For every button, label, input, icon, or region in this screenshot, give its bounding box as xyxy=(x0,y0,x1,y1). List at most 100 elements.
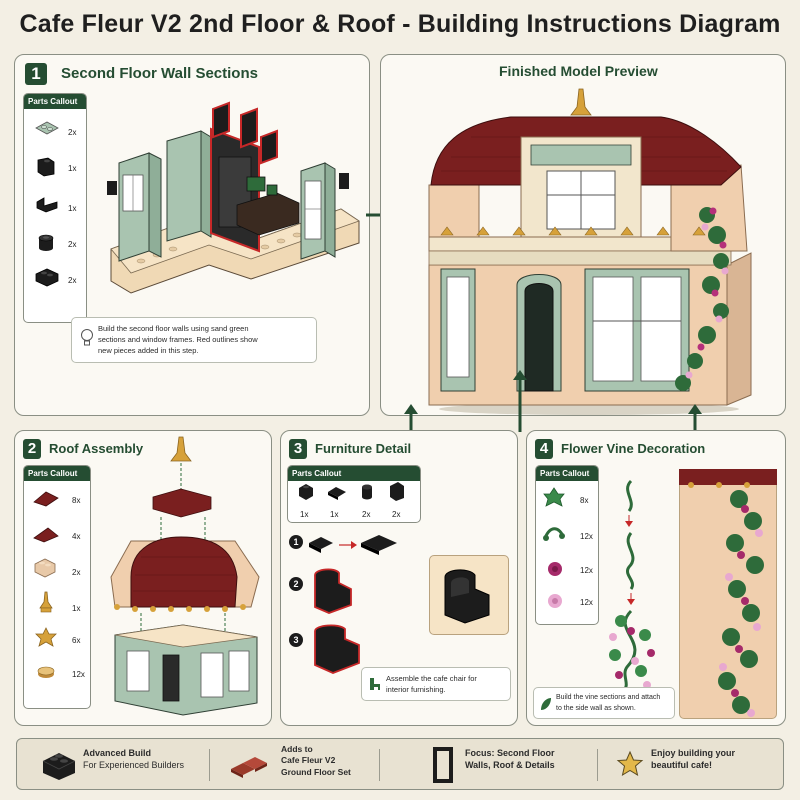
step-3-parts-callout: Parts Callout 1x 1x 2x 2x xyxy=(287,465,421,523)
part-tan-brick-icon xyxy=(34,558,56,578)
part-qty: 12x xyxy=(580,532,593,541)
part-qty: 12x xyxy=(580,566,593,575)
part-qty: 1x xyxy=(68,204,77,213)
footer-text: beautiful cafe! xyxy=(651,760,713,771)
footer-text: Cafe Fleur V2 xyxy=(281,755,336,766)
footer-text: Advanced Build xyxy=(83,748,152,758)
step-3-panel: 3 Furniture Detail Parts Callout 1x 1x 2… xyxy=(280,430,518,726)
finished-model-preview-panel: Finished Model Preview xyxy=(380,54,786,416)
step-1-parts-callout: Parts Callout 2x 1x 1x 2x 2x xyxy=(23,93,87,323)
footer-divider xyxy=(597,749,598,781)
step-4-parts-callout: Parts Callout 8x 12x 12x 12x xyxy=(535,465,599,625)
part-qty: 2x xyxy=(392,510,401,519)
arrow-up-icon xyxy=(404,404,418,432)
vine-assembly-illustration xyxy=(609,479,655,693)
part-qty: 1x xyxy=(330,510,339,519)
step-1-note: Build the second floor walls using sand … xyxy=(71,317,317,363)
part-qty: 1x xyxy=(72,604,81,613)
red-bricks-icon xyxy=(231,757,267,778)
footer-text: Focus: Second Floor xyxy=(465,748,555,758)
part-brick-icon xyxy=(299,484,313,500)
chair-substeps-illustration xyxy=(309,535,397,674)
step-3-note: Assemble the cafe chair for interior fur… xyxy=(361,667,511,701)
part-plate-icon xyxy=(328,487,346,500)
part-roof-slope-icon xyxy=(33,491,59,507)
step-1-panel: 1 Second Floor Wall Sections Parts Callo… xyxy=(14,54,370,416)
substep-1-number: 1 xyxy=(289,535,303,549)
step-4-note: Build the vine sections and attach to th… xyxy=(533,687,675,719)
note-line: new pieces added in this step. xyxy=(98,346,199,355)
substep-3-number: 3 xyxy=(289,633,303,647)
leaf-icon xyxy=(541,698,551,710)
callout-header: Parts Callout xyxy=(24,466,90,481)
window-frame-icon xyxy=(433,747,453,783)
part-roof-tile-icon xyxy=(33,527,59,543)
step-2-parts-callout: Parts Callout 8x 4x 2x 1x 6x 12x xyxy=(23,465,91,709)
part-gold-flower-icon xyxy=(35,627,57,647)
callout-header: Parts Callout xyxy=(288,466,420,481)
part-plate-icon xyxy=(35,121,59,135)
part-qty: 1x xyxy=(300,510,309,519)
footer-divider xyxy=(379,749,380,781)
note-line: to the side wall as shown. xyxy=(556,705,636,712)
part-qty: 6x xyxy=(72,636,81,645)
part-brick-icon xyxy=(35,268,59,287)
note-line: Build the vine sections and attach xyxy=(556,694,661,701)
part-qty: 8x xyxy=(580,496,589,505)
footer-focus: Focus: Second Floor Walls, Roof & Detail… xyxy=(465,747,555,771)
cafe-chair-illustration xyxy=(444,569,490,624)
note-line: sections and window frames. Red outlines… xyxy=(98,335,258,344)
part-qty: 2x xyxy=(72,568,81,577)
part-leaf-icon xyxy=(543,487,565,507)
footer-text: Walls, Roof & Details xyxy=(465,760,555,771)
step-1-title: Second Floor Wall Sections xyxy=(61,65,258,82)
roof-assembly-illustration xyxy=(110,436,260,716)
part-magenta-flower-icon xyxy=(548,562,562,576)
step-4-number: 4 xyxy=(535,439,553,459)
part-round-tile-icon xyxy=(37,666,55,678)
step-3-number: 3 xyxy=(289,439,307,459)
part-qty: 2x xyxy=(68,128,77,137)
part-qty: 12x xyxy=(580,598,593,607)
part-slope-icon xyxy=(36,197,58,213)
footer-adds-to: Adds to Cafe Fleur V2 Ground Floor Set xyxy=(281,744,351,778)
part-qty: 4x xyxy=(72,532,81,541)
part-bracket-icon xyxy=(37,157,55,177)
step-2-title: Roof Assembly xyxy=(49,441,144,456)
part-finial-icon xyxy=(39,591,53,613)
part-vine-stem-icon xyxy=(543,527,565,541)
step-3-title: Furniture Detail xyxy=(315,441,412,456)
part-qty: 8x xyxy=(72,496,81,505)
chair-icon xyxy=(370,678,380,690)
finished-model-illustration xyxy=(428,88,752,415)
second-floor-walls-illustration xyxy=(107,101,360,294)
part-qty: 2x xyxy=(68,276,77,285)
part-qty: 12x xyxy=(72,670,85,679)
footer-divider xyxy=(209,749,210,781)
note-line: Build the second floor walls using sand … xyxy=(98,324,249,333)
part-qty: 2x xyxy=(68,240,77,249)
vine-on-wall-illustration xyxy=(679,469,777,717)
part-tall-brick-icon xyxy=(390,482,404,501)
step-4-panel: 4 Flower Vine Decoration Parts Callout 8… xyxy=(526,430,786,726)
brick-icon xyxy=(42,753,76,780)
lightbulb-icon xyxy=(81,329,93,346)
footer-text: For Experienced Builders xyxy=(83,760,185,771)
footer-text: Enjoy building your xyxy=(651,748,735,758)
part-pink-flower-icon xyxy=(548,594,562,608)
arrow-up-icon xyxy=(688,404,702,432)
footer-text: Ground Floor Set xyxy=(281,766,351,777)
page-title: Cafe Fleur V2 2nd Floor & Roof - Buildin… xyxy=(19,10,781,38)
step-4-title: Flower Vine Decoration xyxy=(561,441,706,456)
star-icon xyxy=(616,750,644,777)
step-1-number: 1 xyxy=(25,63,47,85)
footer-bar: Advanced Build For Experienced Builders … xyxy=(16,738,784,790)
note-line: Assemble the cafe chair for xyxy=(386,674,477,683)
part-round-brick-icon xyxy=(362,484,372,500)
footer-advanced-build: Advanced Build For Experienced Builders xyxy=(83,747,184,771)
substep-2-number: 2 xyxy=(289,577,303,591)
callout-header: Parts Callout xyxy=(24,94,86,109)
step-2-panel: 2 Roof Assembly Parts Callout 8x 4x 2x 1… xyxy=(14,430,272,726)
footer-enjoy: Enjoy building your beautiful cafe! xyxy=(651,747,735,771)
part-qty: 2x xyxy=(362,510,371,519)
